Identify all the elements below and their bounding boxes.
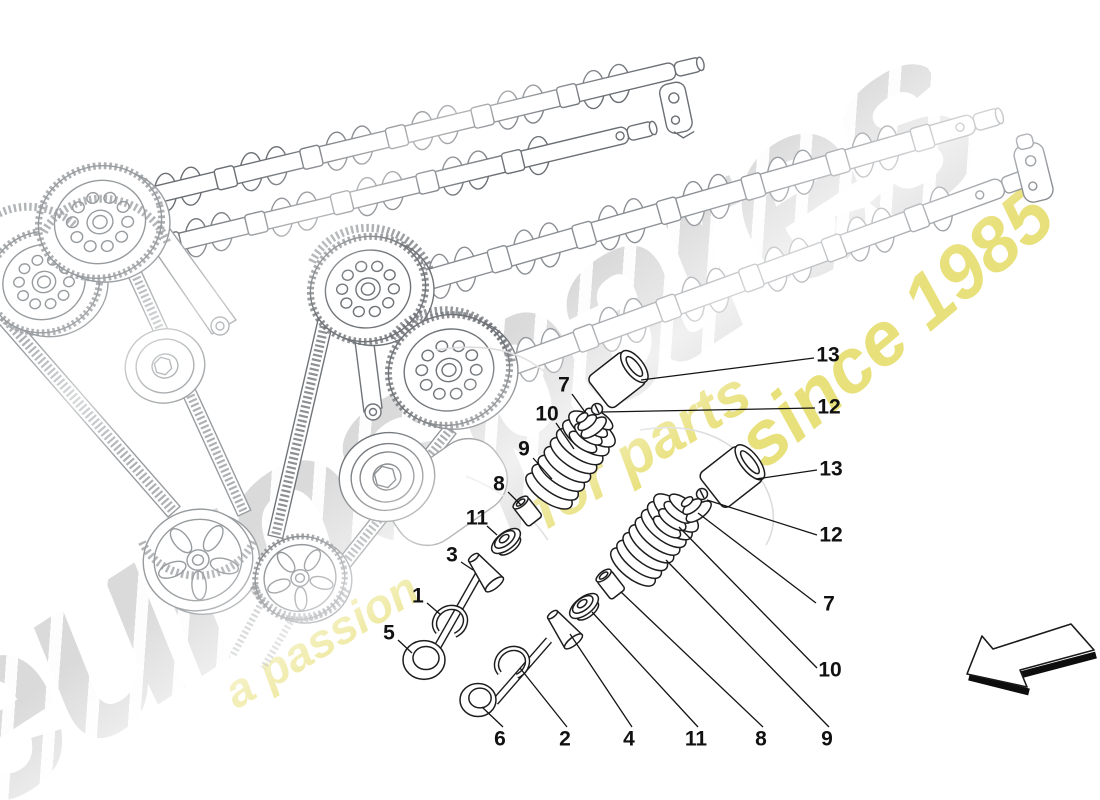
callout-label: 1 xyxy=(412,585,424,608)
callout-label: 10 xyxy=(818,659,841,682)
callout-label: 12 xyxy=(819,524,842,547)
valve-head xyxy=(459,682,497,718)
tappet-bucket xyxy=(699,444,766,509)
tappet-bucket xyxy=(588,349,649,409)
callout-label: 4 xyxy=(623,728,635,751)
callout-label: 3 xyxy=(446,544,458,567)
callout-label: 7 xyxy=(558,374,570,397)
spring-seat xyxy=(512,495,543,527)
callout-label: 5 xyxy=(383,622,395,645)
callout-label: 9 xyxy=(518,438,530,461)
callout-label: 7 xyxy=(823,593,835,616)
callout-label: 13 xyxy=(819,458,842,481)
callout-label: 11 xyxy=(685,728,708,751)
callout-label: 8 xyxy=(755,728,767,751)
callout-label: 2 xyxy=(559,728,571,751)
callout-label: 13 xyxy=(816,344,839,367)
valve-seal xyxy=(490,527,522,556)
callout-label: 6 xyxy=(494,728,506,751)
valve-head xyxy=(402,639,446,681)
callout-label: 9 xyxy=(821,728,833,751)
callout-label: 12 xyxy=(817,396,840,419)
callout-label: 10 xyxy=(535,403,558,426)
valve-keepers xyxy=(590,402,604,416)
valve-keepers xyxy=(695,487,709,501)
callout-label: 8 xyxy=(493,473,505,496)
callout-label: 11 xyxy=(466,507,489,530)
direction-arrow-icon xyxy=(966,623,1097,696)
valve-components xyxy=(402,349,766,718)
